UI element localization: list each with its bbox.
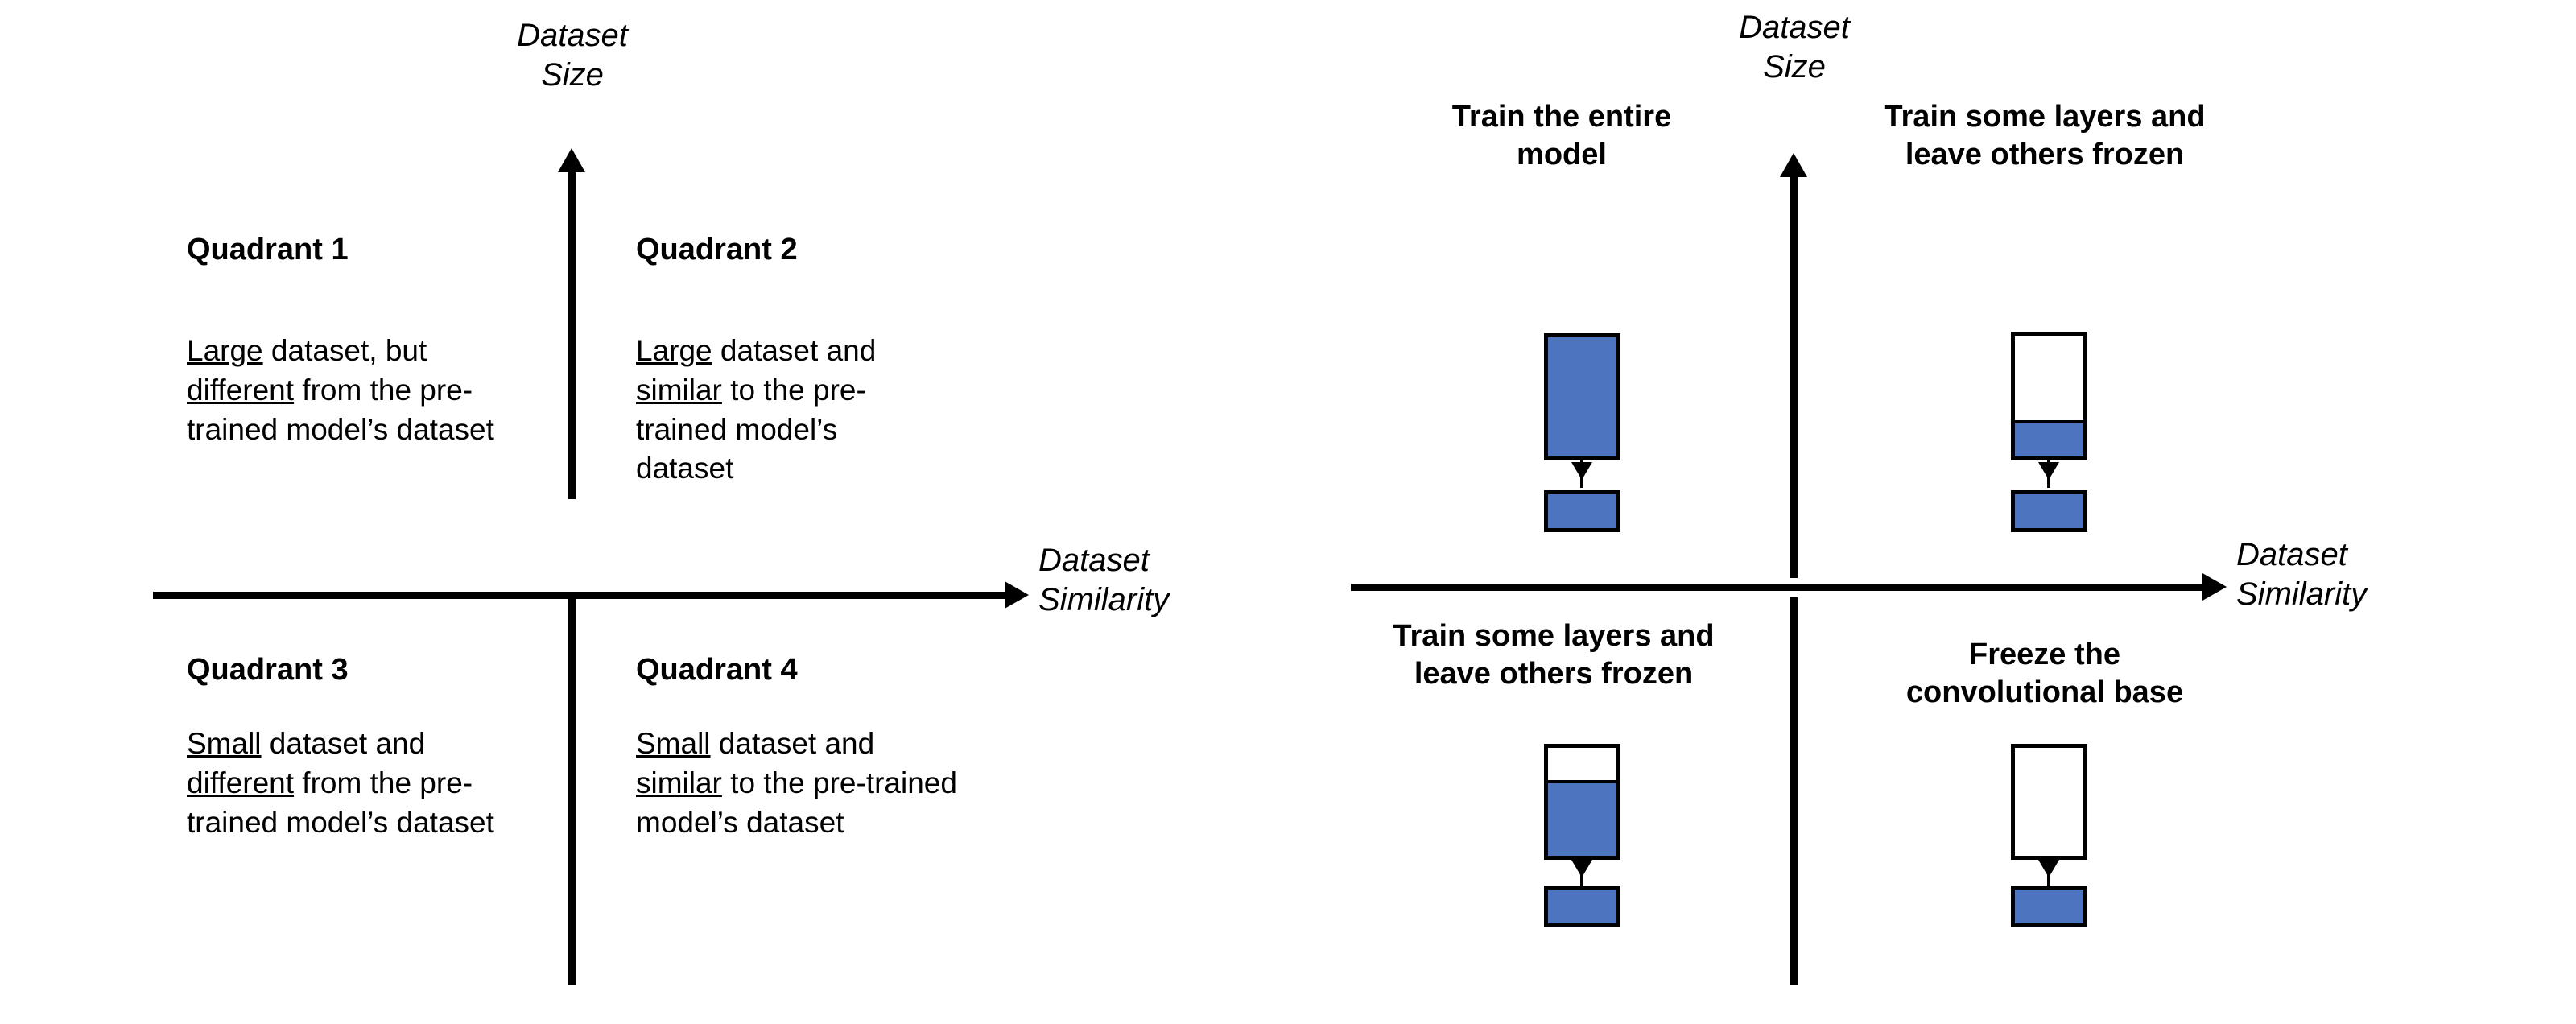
quadrant-3-text-b: from the pre-trained model’s dataset — [187, 766, 494, 839]
quadrant-1-emph-sim: different — [187, 373, 295, 407]
y-axis-arrow-icon — [558, 148, 585, 172]
y-axis-arrow-icon — [1780, 153, 1807, 177]
x-axis-label: Dataset Similarity — [1038, 543, 1170, 617]
x-axis-line — [1351, 584, 2204, 591]
quadrant-4-title: Quadrant 4 — [636, 653, 798, 687]
strategy-2-title: Train some layers and leave others froze… — [1884, 100, 2206, 172]
strategy-3-connector-arrow-icon — [1571, 860, 1592, 877]
quadrant-2-emph-sim: similar — [636, 373, 722, 407]
quadrant-1-title: Quadrant 1 — [187, 233, 349, 266]
y-axis-label: Dataset Size — [517, 18, 628, 93]
quadrant-2-body: Large dataset and similar to the pre-tra… — [636, 332, 942, 489]
quadrant-2-emph-size: Large — [636, 334, 712, 367]
strategy-2-classifier-head — [2011, 490, 2087, 532]
quadrant-1-text-a: dataset, but — [262, 334, 427, 367]
x-axis-label: Dataset Similarity — [2236, 537, 2368, 612]
strategy-3-classifier-head — [1544, 886, 1620, 927]
quadrant-4-emph-size: Small — [636, 727, 711, 760]
y-axis-line — [1790, 175, 1798, 578]
strategy-1-classifier-head — [1544, 490, 1620, 532]
strategy-2-conv-base — [2011, 332, 2087, 460]
strategy-4-connector-arrow-icon — [2038, 860, 2059, 877]
strategy-1-title: Train the entire model — [1451, 100, 1672, 172]
quadrant-4-text-b: to the pre-trained model’s dataset — [636, 766, 957, 839]
quadrant-3-title: Quadrant 3 — [187, 653, 349, 687]
y-axis-line-lower — [1790, 597, 1798, 985]
quadrant-2-text-a: dataset and — [712, 334, 877, 367]
quadrant-3-emph-size: Small — [187, 727, 262, 760]
quadrant-4-body: Small dataset and similar to the pre-tra… — [636, 725, 958, 842]
quadrant-4-emph-sim: similar — [636, 766, 722, 799]
panel-quadrant-map: Dataset Size Dataset Similarity Quadrant… — [0, 0, 1256, 1024]
strategy-4-conv-base — [2011, 744, 2087, 860]
panel-strategy-map: Dataset Size Dataset Similarity Train th… — [1256, 0, 2576, 1024]
quadrant-1-text-b: from the pre-trained model’s dataset — [187, 373, 494, 446]
strategy-2-connector-arrow-icon — [2038, 462, 2059, 480]
x-axis-arrow-icon — [1005, 581, 1029, 609]
strategy-1-conv-base — [1544, 333, 1620, 460]
quadrant-3-emph-sim: different — [187, 766, 295, 799]
quadrant-3-body: Small dataset and different from the pre… — [187, 725, 523, 842]
strategy-3-conv-base — [1544, 744, 1620, 860]
strategy-1-trainable-portion — [1548, 337, 1616, 456]
y-axis-line — [568, 171, 576, 499]
strategy-3-trainable-portion — [1548, 780, 1616, 856]
y-axis-line-lower — [568, 599, 576, 985]
strategy-4-classifier-head — [2011, 886, 2087, 927]
quadrant-1-emph-size: Large — [187, 334, 263, 367]
strategy-2-trainable-portion — [2015, 420, 2083, 456]
quadrant-2-title: Quadrant 2 — [636, 233, 798, 266]
strategy-3-title: Train some layers and leave others froze… — [1393, 619, 1715, 692]
x-axis-arrow-icon — [2202, 573, 2227, 601]
y-axis-label: Dataset Size — [1739, 10, 1850, 85]
strategy-4-title: Freeze the convolutional base — [1905, 638, 2184, 710]
x-axis-line — [153, 592, 1006, 599]
quadrant-3-text-a: dataset and — [261, 727, 426, 760]
quadrant-1-body: Large dataset, but different from the pr… — [187, 332, 509, 449]
strategy-1-connector-arrow-icon — [1571, 462, 1592, 480]
quadrant-4-text-a: dataset and — [710, 727, 875, 760]
quadrant-2-text-b: to the pre-trained model’s dataset — [636, 373, 866, 485]
